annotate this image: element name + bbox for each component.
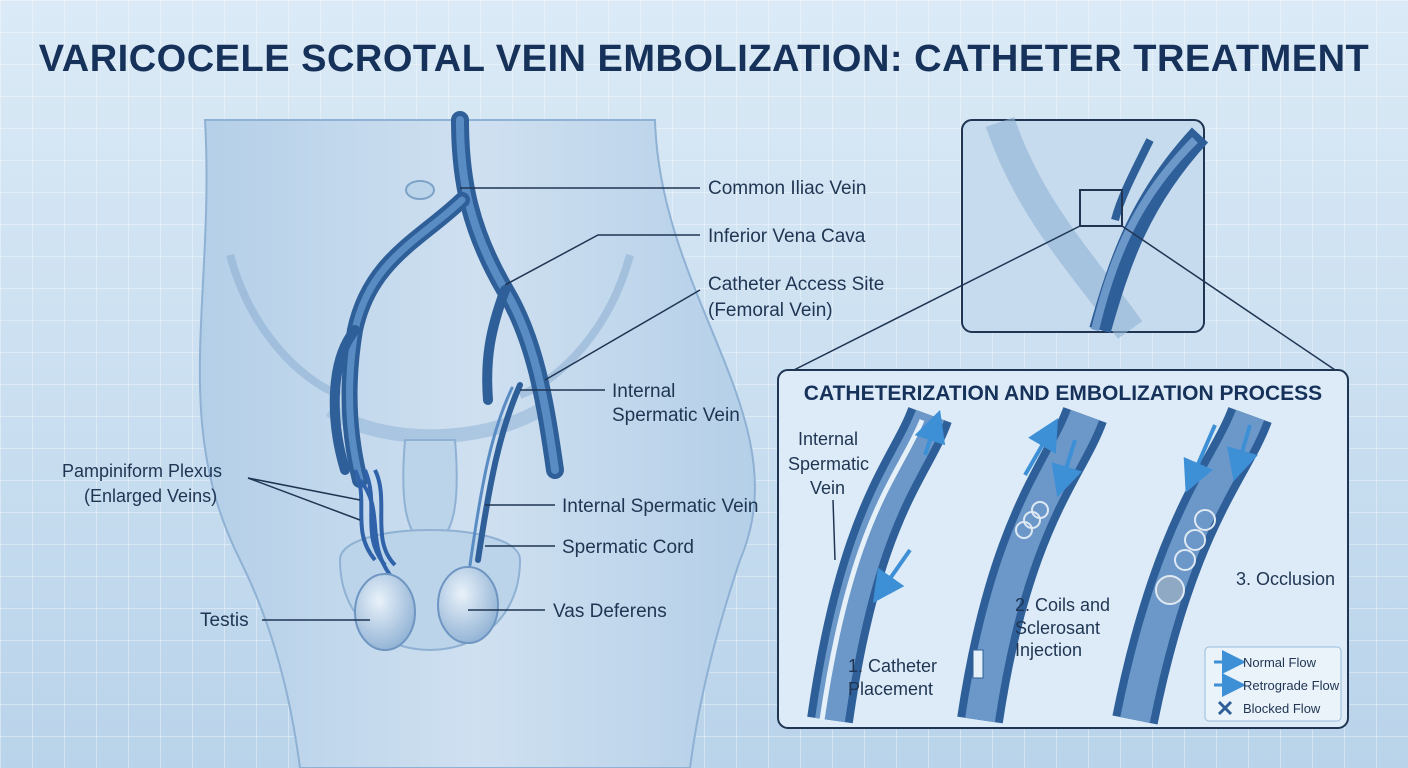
step3-label: 3. Occlusion xyxy=(1236,569,1335,589)
label-isv-upper-1: Internal xyxy=(612,381,675,402)
zoom-inset xyxy=(961,117,1209,339)
step1-label-a: 1. Catheter xyxy=(848,656,937,676)
step1-label-b: Placement xyxy=(848,679,933,699)
label-access-1: Catheter Access Site xyxy=(708,274,884,295)
legend-retrograde: Retrograde Flow xyxy=(1243,678,1340,693)
label-access-2: (Femoral Vein) xyxy=(708,300,833,321)
label-isv-upper-2: Spermatic Vein xyxy=(612,405,740,426)
process-vein-label-2: Spermatic xyxy=(788,454,869,474)
zoom-connector-right xyxy=(1121,225,1345,377)
legend: Normal Flow Retrograde Flow Blocked Flow xyxy=(1204,646,1342,722)
process-vein-label-3: Vein xyxy=(810,478,845,498)
label-common-iliac: Common Iliac Vein xyxy=(708,178,866,199)
pelvis-left xyxy=(226,253,342,399)
step2-label-c: Injection xyxy=(1015,640,1082,660)
leader-lines xyxy=(247,187,701,621)
testis-right xyxy=(437,566,499,644)
step2-label-a: 2. Coils and xyxy=(1015,595,1110,615)
testis-left xyxy=(354,573,416,651)
pampiniform-plexus xyxy=(353,469,397,577)
page-title: VARICOCELE SCROTAL VEIN EMBOLIZATION: CA… xyxy=(38,38,1370,80)
label-isv-lower: Internal Spermatic Vein xyxy=(562,496,758,517)
label-spermatic-cord: Spermatic Cord xyxy=(562,537,694,558)
label-pampiniform-1: Pampiniform Plexus xyxy=(62,461,222,481)
step2-label-b: Sclerosant xyxy=(1015,618,1100,638)
legend-blocked-icon xyxy=(1217,700,1233,716)
legend-normal: Normal Flow xyxy=(1243,655,1317,670)
vein-step-2 xyxy=(957,406,1107,724)
process-panel: CATHETERIZATION AND EMBOLIZATION PROCESS xyxy=(777,369,1349,729)
vein-step-1 xyxy=(807,406,952,724)
navel xyxy=(405,180,435,200)
vein-tree xyxy=(329,111,564,567)
vein-step-3 xyxy=(1112,406,1272,725)
legend-blocked: Blocked Flow xyxy=(1243,701,1321,716)
label-testis: Testis xyxy=(200,610,249,631)
label-vas-deferens: Vas Deferens xyxy=(553,601,667,622)
zoom-connector-left xyxy=(781,225,1081,377)
label-pampiniform-2: (Enlarged Veins) xyxy=(84,486,217,506)
label-ivc: Inferior Vena Cava xyxy=(708,226,866,247)
process-heading: CATHETERIZATION AND EMBOLIZATION PROCESS xyxy=(804,382,1322,405)
process-vein-label-1: Internal xyxy=(798,429,858,449)
